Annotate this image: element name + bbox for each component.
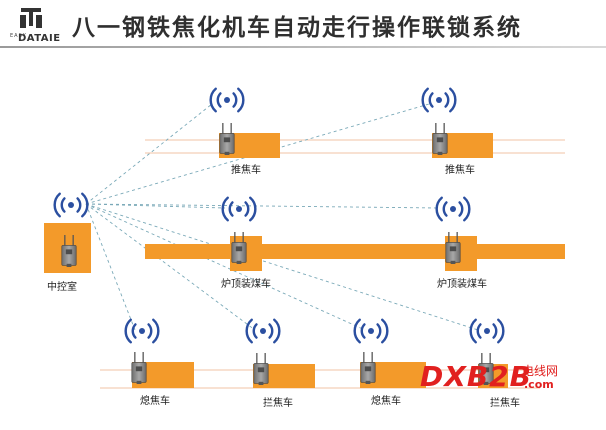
quench-car-1 bbox=[124, 318, 194, 388]
watermark-logo: DXB2B bbox=[420, 360, 532, 393]
wireless-links bbox=[85, 103, 479, 331]
watermark-subtitle: 电线网 bbox=[522, 364, 559, 378]
pusher-car-1 bbox=[209, 87, 280, 158]
charger-1-wifi-icon bbox=[221, 196, 257, 222]
logo-brand-text: DATAIE bbox=[18, 33, 61, 44]
charging-car-2-label: 炉顶装煤车 bbox=[437, 279, 487, 290]
control-room-node bbox=[44, 192, 91, 273]
charging-car-1-label: 炉顶装煤车 bbox=[221, 279, 271, 290]
pusher-2-radio-icon bbox=[432, 122, 448, 156]
control-room-wifi-icon bbox=[53, 192, 89, 218]
pusher-2-wifi-icon bbox=[421, 87, 457, 113]
guide-car-1-label: 拦焦车 bbox=[263, 398, 293, 409]
pusher-1-wifi-icon bbox=[209, 87, 245, 113]
guide-car-2-label: 拦焦车 bbox=[490, 398, 520, 409]
control-room-label: 中控室 bbox=[47, 282, 77, 293]
logo-mark-icon bbox=[20, 8, 42, 28]
watermark-url: .com bbox=[524, 378, 554, 391]
guide-1-wifi-icon bbox=[245, 318, 281, 344]
quench-1-radio-icon bbox=[131, 351, 147, 385]
guide-2-wifi-icon bbox=[469, 318, 505, 344]
guide-car-2 bbox=[469, 318, 508, 388]
quench-1-wifi-icon bbox=[124, 318, 160, 344]
page-title: 八一钢铁焦化机车自动走行操作联锁系统 bbox=[72, 15, 522, 41]
quench-2-wifi-icon bbox=[353, 318, 389, 344]
company-logo: EASY DATAIE bbox=[8, 6, 60, 46]
pusher-car-2 bbox=[421, 87, 493, 158]
guide-1-radio-icon bbox=[253, 352, 269, 386]
pusher-1-radio-icon bbox=[219, 122, 235, 156]
quench-car-1-label: 熄焦车 bbox=[140, 396, 170, 407]
quench-2-radio-icon bbox=[360, 351, 376, 385]
header: EASY DATAIE 八一钢铁焦化机车自动走行操作联锁系统 bbox=[0, 0, 606, 48]
guide-car-1 bbox=[245, 318, 315, 388]
quench-car-2-label: 熄焦车 bbox=[371, 396, 401, 407]
charging-car-row bbox=[145, 196, 565, 271]
pusher-car-1-label: 推焦车 bbox=[231, 165, 261, 176]
header-divider bbox=[0, 46, 606, 48]
pusher-car-2-label: 推焦车 bbox=[445, 165, 475, 176]
charger-2-wifi-icon bbox=[435, 196, 471, 222]
logo-small-text: EASY bbox=[10, 33, 27, 39]
quench-car-2 bbox=[353, 318, 426, 388]
rails bbox=[100, 139, 565, 389]
